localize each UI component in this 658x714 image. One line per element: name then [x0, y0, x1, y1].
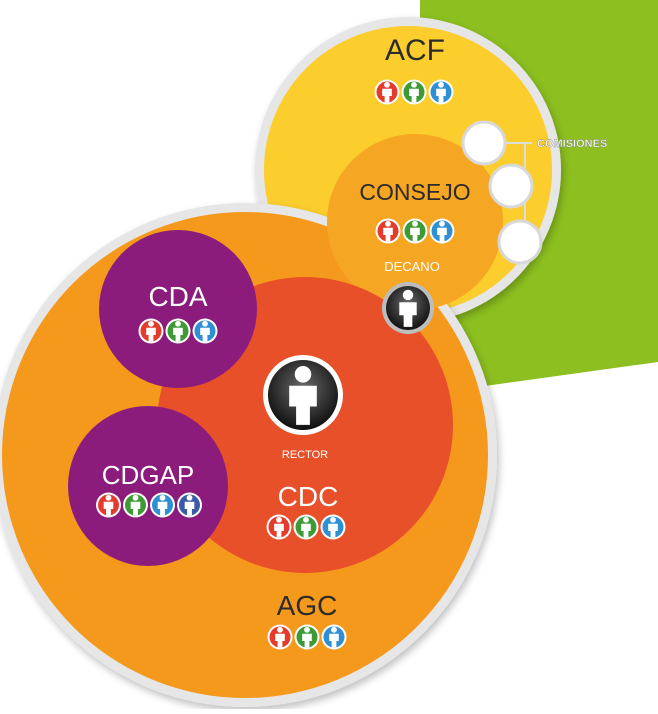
- comisiones-label: COMISIONES: [537, 138, 607, 150]
- cdgap-circle: [68, 406, 228, 566]
- cdgap-icons: [96, 492, 202, 518]
- comision-circle-1[interactable]: [461, 120, 507, 166]
- cda-icons: [138, 318, 218, 344]
- person-icon-green: [165, 318, 191, 344]
- consejo-label: CONSEJO: [359, 179, 470, 205]
- acf-icons: [374, 79, 454, 105]
- person-icon-red: [138, 318, 164, 344]
- person-icon-blue: [428, 79, 454, 105]
- person-icon-green: [293, 514, 319, 540]
- person-icon-blue: [321, 624, 347, 650]
- rector-label: RECTOR: [282, 449, 328, 461]
- cdc-label: CDC: [278, 481, 339, 512]
- person-icon-blue: [429, 218, 455, 244]
- comision-circle-2[interactable]: [488, 163, 534, 209]
- person-icon-red: [374, 79, 400, 105]
- decano-label: DECANO: [384, 259, 440, 274]
- person-icon-green: [294, 624, 320, 650]
- person-icon-blue: [192, 318, 218, 344]
- person-icon-blue: [150, 492, 175, 518]
- acf-label: ACF: [385, 34, 445, 67]
- person-icon-red: [267, 624, 293, 650]
- agc-icons: [267, 624, 347, 650]
- person-icon-green: [123, 492, 148, 518]
- comisiones-group: COMISIONES: [461, 120, 607, 265]
- person-icon-red: [375, 218, 401, 244]
- cda-label: CDA: [148, 281, 207, 312]
- person-icon-green: [401, 79, 427, 105]
- person-icon-red: [266, 514, 292, 540]
- person-icon-green: [402, 218, 428, 244]
- rector-icon[interactable]: [263, 355, 343, 435]
- person-icon-navy: [177, 492, 202, 518]
- person-icon-blue: [320, 514, 346, 540]
- person-icon-red: [96, 492, 121, 518]
- cdgap-label: CDGAP: [102, 460, 194, 490]
- cdc-icons: [266, 514, 346, 540]
- consejo-icons: [375, 218, 455, 244]
- agc-label: AGC: [277, 590, 338, 621]
- cda-circle: [99, 230, 257, 388]
- comision-circle-3[interactable]: [497, 219, 543, 265]
- decano-icon[interactable]: [382, 282, 434, 334]
